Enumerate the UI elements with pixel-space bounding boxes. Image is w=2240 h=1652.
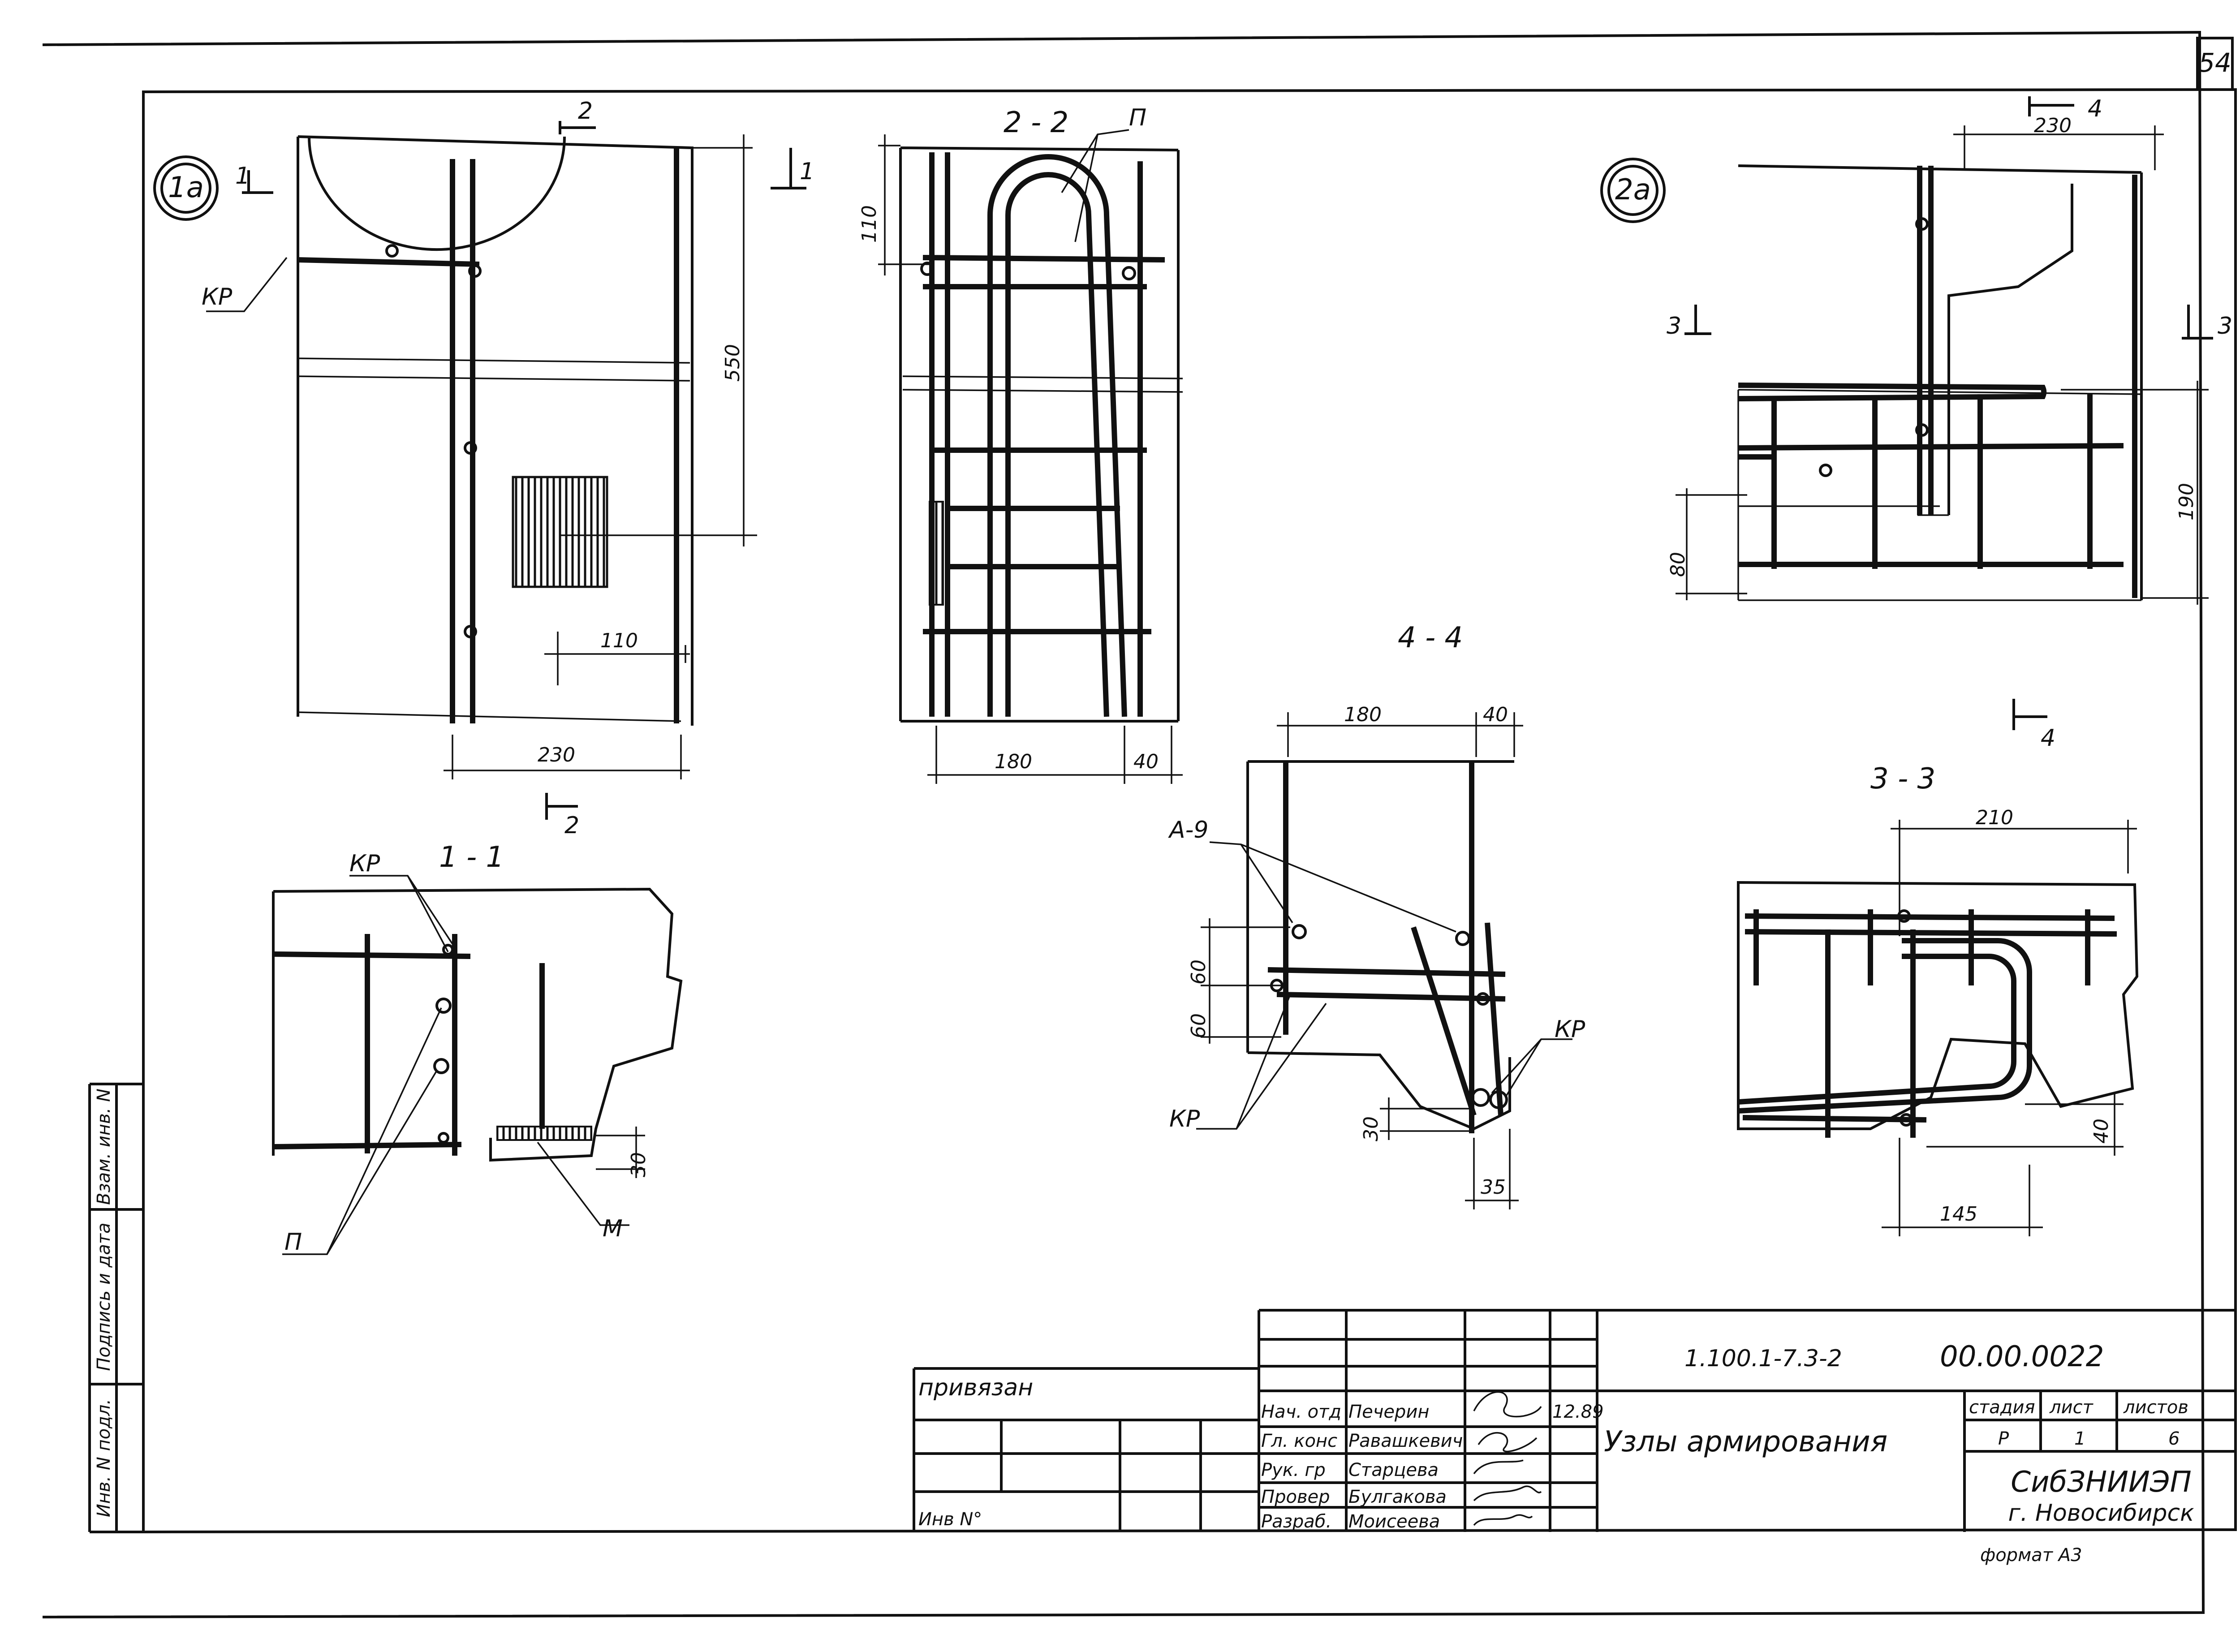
dim-180-2-2: 180 [995,750,1032,773]
dim-35-4-4: 35 [1481,1176,1506,1199]
badge-1a: 1а [168,171,204,204]
dim-550: 550 [721,344,744,382]
org-city: г. Новосибирск [2008,1500,2194,1527]
dim-40-2-2: 40 [1133,750,1159,773]
sheets-header: листов [2123,1397,2188,1418]
section-mark-3-right: 3 [2218,313,2232,340]
label-a9: А-9 [1168,817,1208,843]
label-kr-1-1: КР [349,850,380,877]
tb-name: Моисеева [1348,1511,1440,1532]
signature-scribbles [1473,1391,1542,1526]
tb-row-3: Провер Булгакова [1261,1487,1447,1507]
stage-value: Р [1998,1428,2009,1449]
badge-2a: 2а [1615,173,1651,206]
tb-role: Нач. отд [1261,1402,1341,1422]
dim-30-4-4: 30 [1360,1116,1383,1141]
sheets-value: 6 [2168,1428,2180,1449]
side-stamp-signature: Подпись и дата [94,1222,114,1371]
dim-110-2-2: 110 [858,205,881,243]
label-kr-1a: КР [202,284,233,310]
title-2-2: 2 - 2 [1004,106,1068,139]
tb-date: 12.89 [1552,1402,1604,1422]
label-m-1-1: М [603,1215,623,1242]
title-block: привязан Инв N° Нач. отд Печерин Гл. кон… [913,1309,2236,1566]
bound-label: привязан [918,1374,1033,1401]
dim-80-2a: 80 [1667,552,1689,577]
tb-role: Разраб. [1261,1511,1331,1532]
section-mark-2-top: 2 [578,98,593,125]
title-3-3: 3 - 3 [1870,762,1935,796]
section-2-2: 2 - 2 П 110 180 40 [858,104,1183,784]
sheet-value: 1 [2074,1428,2085,1449]
dim-30-1-1: 30 [627,1152,650,1177]
side-stamp-inv: Инв. N подл. [94,1399,114,1517]
section-mark-1-right: 1 [800,158,814,185]
section-1-1: 1 - 1 30 КР П М [272,841,683,1256]
dim-190-2a: 190 [2175,483,2198,521]
stage-header: стадия [1969,1397,2035,1418]
title-1-1: 1 - 1 [439,841,504,874]
side-stamp-replace: Взам. инв. N [94,1088,114,1205]
sheet-header: лист [2049,1397,2094,1418]
tb-row-0: Нач. отд Печерин [1261,1402,1429,1422]
drawing-title: Узлы армирования [1604,1425,1887,1458]
sheet-frame: 54 [42,30,2237,1618]
tb-name: Равашкевич [1348,1431,1463,1451]
tb-role: Гл. конс [1261,1431,1337,1451]
section-4-4: 4 - 4 180 40 60 60 30 35 А-9 КР КР [1168,621,1585,1209]
dim-40-3-3: 40 [2090,1119,2113,1144]
dim-230: 230 [538,744,575,766]
tb-role: Провер [1261,1487,1330,1507]
tb-row-2: Рук. гр Старцева [1261,1460,1439,1480]
dim-40-4-4: 40 [1483,703,1508,726]
dim-180-4-4: 180 [1344,703,1382,726]
page-number: 54 [2198,47,2231,78]
inv-label: Инв N° [918,1509,982,1530]
dim-60b-4-4: 60 [1187,1013,1210,1038]
section-mark-4-bottom: 4 [2041,725,2055,752]
tb-name: Старцева [1348,1460,1439,1480]
view-2a: 2а 4 4 3 3 230 80 190 [1600,95,2232,752]
label-kr-4-4-left: КР [1169,1106,1200,1132]
title-4-4: 4 - 4 [1398,621,1463,654]
doc-code: 00.00.0022 [1940,1340,2104,1373]
tb-role: Рук. гр [1261,1460,1326,1480]
dim-110: 110 [600,629,638,652]
section-3-3: 3 - 3 210 40 145 [1737,762,2139,1236]
dim-60a-4-4: 60 [1187,959,1210,985]
label-p-2-2: П [1129,104,1146,131]
tb-row-1: Гл. конс Равашкевич [1261,1431,1463,1451]
view-1a: 1а 1 1 2 2 550 110 230 КР [153,98,814,839]
section-mark-1-left: 1 [235,163,250,189]
tb-name: Печерин [1348,1402,1429,1422]
section-mark-3-left: 3 [1667,313,1681,340]
side-stamp: Инв. N подл. Подпись и дата Взам. инв. N [88,1083,143,1533]
label-kr-4-4-right: КР [1555,1016,1585,1043]
dim-210-3-3: 210 [1976,806,2013,829]
label-p-1-1: П [284,1229,302,1256]
tb-row-4: Разраб. Моисеева [1261,1511,1440,1532]
section-mark-2-bottom: 2 [564,812,579,839]
org-name: СибЗНИИЭП [2011,1466,2191,1499]
series-code: 1.100.1-7.3-2 [1684,1345,1842,1372]
section-mark-4-top: 4 [2088,95,2102,122]
dim-230-2a: 230 [2034,114,2072,137]
format-label: формат А3 [1980,1545,2082,1566]
tb-name: Булгакова [1348,1487,1447,1507]
dim-145-3-3: 145 [1940,1203,1977,1226]
